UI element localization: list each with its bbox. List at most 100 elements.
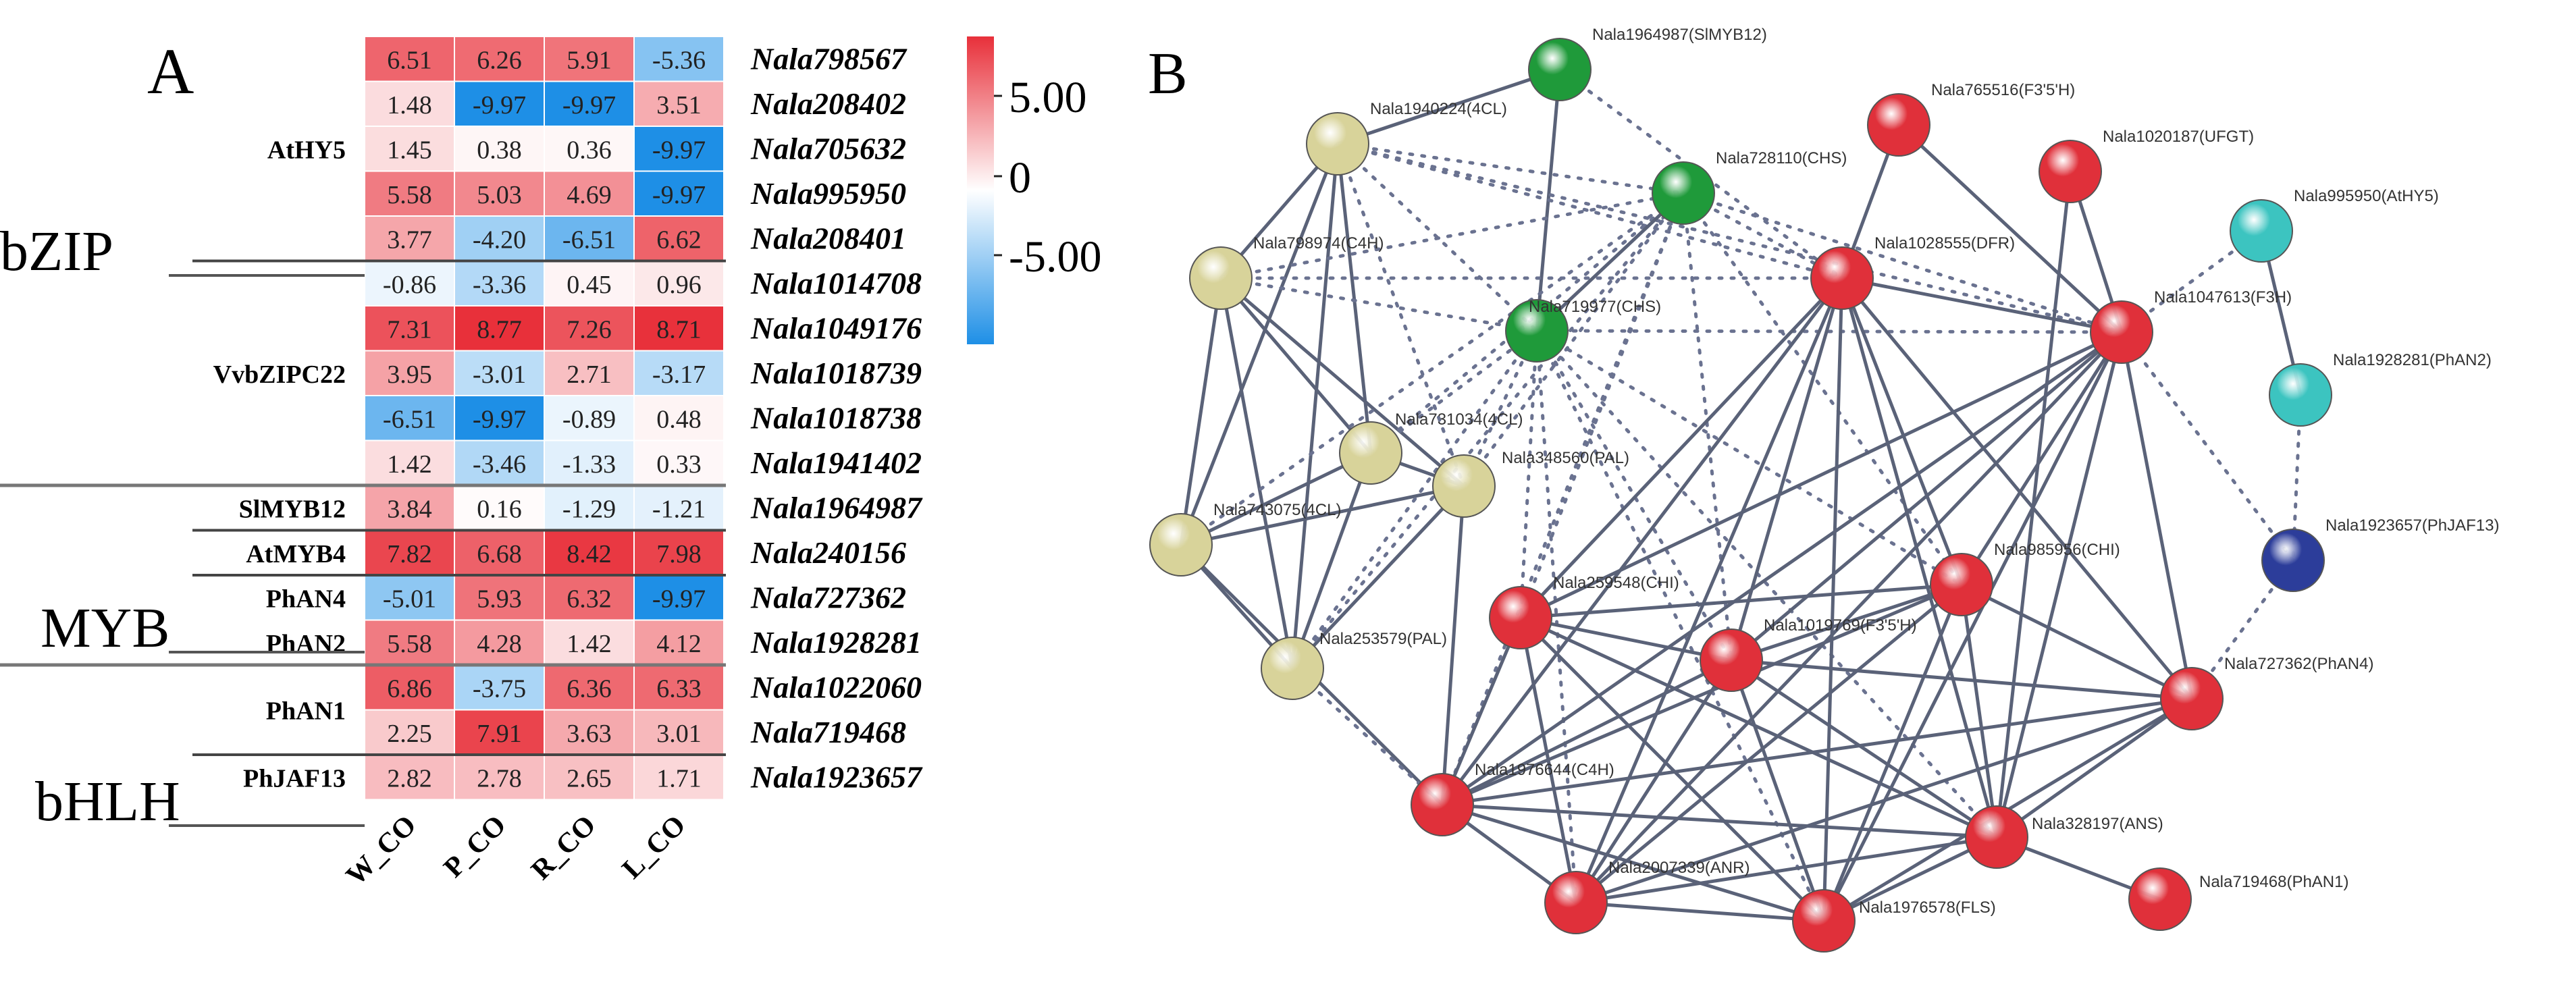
- node-circle[interactable]: [1792, 889, 1856, 953]
- network-node[interactable]: Nala743075(4CL): [1149, 501, 1341, 577]
- cell-value: 6.36: [567, 674, 612, 703]
- network-edge: [1574, 583, 1964, 905]
- network-node[interactable]: Nala1923657(PhJAF13): [2261, 516, 2500, 592]
- node-circle[interactable]: [1339, 421, 1402, 485]
- node-circle[interactable]: [1149, 513, 1213, 577]
- network-edge: [1519, 191, 1685, 620]
- node-circle[interactable]: [1930, 553, 1993, 616]
- network-node[interactable]: Nala1020187(UFGT): [2039, 128, 2254, 203]
- node-circle[interactable]: [1306, 112, 1369, 176]
- network-edge: [1574, 697, 2194, 905]
- node-circle[interactable]: [1652, 161, 1715, 225]
- cell-value: -6.51: [562, 225, 616, 254]
- network-edge: [1519, 616, 1578, 905]
- network-node[interactable]: Nala765516(F3'5'H): [1867, 81, 2075, 157]
- cell-value: 3.84: [387, 495, 432, 523]
- node-label: Nala743075(4CL): [1213, 501, 1341, 519]
- network-edge: [1440, 276, 1844, 807]
- network-node[interactable]: Nala719977(CHS): [1505, 298, 1661, 363]
- node-circle[interactable]: [1489, 586, 1552, 649]
- network-edge: [1290, 484, 1466, 670]
- network-node[interactable]: Nala985956(CHI): [1930, 541, 2120, 616]
- node-circle[interactable]: [1432, 454, 1496, 518]
- gene-group-label: PhAN2: [266, 630, 346, 658]
- node-circle[interactable]: [1261, 637, 1324, 700]
- network-node[interactable]: Nala1940224(4CL): [1306, 100, 1507, 176]
- node-circle[interactable]: [1544, 871, 1608, 934]
- heatmap-cell: [454, 350, 545, 396]
- row-label: Nala798567: [750, 41, 908, 76]
- network-node[interactable]: Nala1019769(F3'5'H): [1700, 616, 1917, 692]
- network-node[interactable]: Nala253579(PAL): [1261, 630, 1447, 700]
- cell-value: 0.48: [656, 405, 702, 433]
- network-edge: [1822, 276, 1844, 923]
- cell-value: 2.82: [387, 764, 432, 793]
- network-edge: [1535, 329, 1964, 587]
- network-svg: B Nala1964987(SlMYB12)Nala765516(F3'5'H)…: [1148, 26, 2500, 953]
- network-node[interactable]: Nala1976578(FLS): [1792, 889, 1996, 953]
- node-label: Nala985956(CHI): [1994, 541, 2120, 559]
- network-node[interactable]: Nala1047613(F3H): [2090, 288, 2292, 364]
- node-circle[interactable]: [2230, 199, 2293, 263]
- network-node[interactable]: Nala798974(C4H): [1189, 234, 1384, 310]
- node-circle[interactable]: [1810, 246, 1874, 310]
- node-circle[interactable]: [2039, 140, 2102, 203]
- cell-value: 0.33: [656, 450, 702, 479]
- network-node[interactable]: Nala1976644(C4H): [1411, 761, 1614, 836]
- network-node[interactable]: Nala348560(PAL): [1432, 449, 1629, 518]
- network-node[interactable]: Nala731034(4CL): [1339, 410, 1523, 485]
- heatmap-cell: [633, 709, 725, 755]
- network-edge: [1681, 191, 1733, 662]
- heatmap-cell: [364, 170, 455, 217]
- node-circle[interactable]: [2261, 529, 2325, 592]
- gene-group-label: AtMYB4: [246, 540, 346, 568]
- heatmap-cell: [633, 215, 725, 262]
- network-node[interactable]: Nala2007339(ANR): [1544, 859, 1750, 934]
- node-circle[interactable]: [1528, 38, 1592, 101]
- row-label: Nala1014708: [750, 266, 922, 300]
- node-circle[interactable]: [2090, 300, 2153, 364]
- heatmap-cell: [633, 260, 725, 306]
- network-edge: [1535, 329, 1999, 839]
- network-edge: [1519, 616, 1999, 839]
- node-circle[interactable]: [1867, 93, 1930, 157]
- network-node[interactable]: Nala259548(CHI): [1489, 574, 1679, 649]
- network-edge: [1960, 583, 2194, 701]
- network-edge: [1729, 658, 2194, 701]
- network-node[interactable]: Nala1964987(SlMYB12): [1528, 26, 1767, 101]
- network-node[interactable]: Nala727362(PhAN4): [2160, 655, 2373, 730]
- cell-value: 3.63: [567, 720, 612, 748]
- network-edge: [1290, 142, 1340, 670]
- network-node[interactable]: Nala995950(AtHY5): [2230, 187, 2439, 263]
- cell-value: 5.03: [477, 181, 522, 209]
- node-label: Nala719977(CHS): [1529, 298, 1661, 316]
- node-circle[interactable]: [1505, 299, 1569, 363]
- row-label: Nala1049176: [750, 311, 922, 345]
- node-circle[interactable]: [1411, 773, 1474, 836]
- network-node[interactable]: Nala728110(CHS): [1652, 149, 1847, 225]
- node-label: Nala1028555(DFR): [1874, 234, 2015, 252]
- node-circle[interactable]: [1700, 628, 1763, 692]
- node-circle[interactable]: [1965, 805, 2028, 869]
- network-edge: [1574, 330, 2124, 905]
- network-edge: [1519, 329, 1539, 620]
- network-node[interactable]: Nala719468(PhAN1): [2128, 867, 2348, 931]
- network-node[interactable]: Nala1928281(PhAN2): [2269, 351, 2492, 427]
- node-label: Nala798974(C4H): [1253, 234, 1384, 252]
- network-node[interactable]: Nala1028555(DFR): [1810, 234, 2015, 310]
- node-circle[interactable]: [2269, 363, 2332, 427]
- node-label: Nala719468(PhAN1): [2199, 873, 2348, 891]
- node-circle[interactable]: [1189, 246, 1253, 310]
- network-nodes: Nala1964987(SlMYB12)Nala765516(F3'5'H)Na…: [1149, 26, 2500, 953]
- cell-value: 3.95: [387, 360, 432, 389]
- color-legend: 5.000-5.00: [967, 36, 1101, 344]
- gene-group-label: PhAN1: [266, 697, 346, 726]
- heatmap-cell: [364, 215, 455, 262]
- heatmap-cell: [633, 619, 725, 666]
- network-edge: [1840, 276, 2194, 701]
- node-circle[interactable]: [2160, 667, 2224, 730]
- network-node[interactable]: Nala328197(ANS): [1965, 805, 2163, 869]
- cell-value: -3.36: [473, 271, 526, 299]
- node-circle[interactable]: [2128, 867, 2192, 931]
